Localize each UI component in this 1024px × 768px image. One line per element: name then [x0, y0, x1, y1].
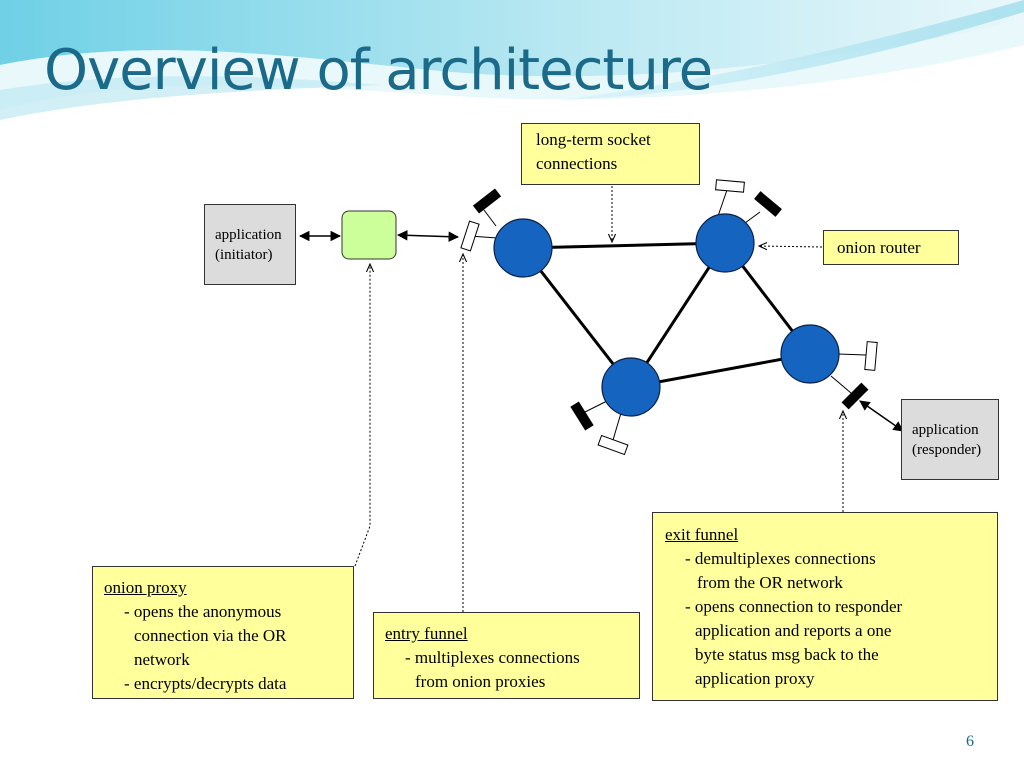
connection-arrows — [298, 230, 904, 432]
funnel-white — [864, 341, 878, 371]
callout-line: - demultiplexes connections — [685, 549, 876, 568]
entry-funnels — [460, 179, 878, 456]
label-line: long-term socket — [536, 130, 651, 149]
callout-line: - opens connection to responder — [685, 597, 903, 616]
label-long-term-connections: long-term socket connections — [521, 123, 700, 185]
funnel-white — [460, 220, 480, 252]
label-line: application — [912, 422, 979, 438]
slide-title: Overview of architecture — [44, 38, 713, 103]
funnel-black — [841, 382, 869, 410]
onion-router-node — [695, 213, 755, 273]
callout-line: - encrypts/decrypts data — [124, 674, 287, 693]
router-links — [521, 241, 812, 389]
callout-line: connection via the OR — [134, 626, 287, 645]
callout-line: from the OR network — [697, 573, 843, 592]
callout-line: network — [134, 650, 190, 669]
application-initiator-box: application (initiator) — [204, 204, 296, 285]
funnel-black — [754, 191, 782, 217]
label-line: (responder) — [912, 442, 982, 458]
page-number: 6 — [966, 733, 974, 750]
callout-line: application proxy — [695, 669, 815, 688]
callout-line: application and reports a one — [695, 621, 892, 640]
label-onion-router: onion router — [823, 230, 959, 265]
callout-line: from onion proxies — [415, 672, 546, 691]
label-line: onion router — [837, 238, 921, 257]
callout-heading: onion proxy — [104, 578, 187, 597]
callout-line: - multiplexes connections — [405, 648, 580, 667]
onion-router-node — [601, 357, 661, 417]
funnel-black — [570, 401, 594, 431]
onion-router-node — [780, 324, 840, 384]
callout-line: - opens the anonymous — [124, 602, 282, 621]
label-line: (initiator) — [215, 247, 273, 263]
application-responder-box: application (responder) — [901, 399, 999, 480]
callout-heading: entry funnel — [385, 624, 468, 643]
onion-proxy-node — [341, 210, 397, 260]
callout-line: byte status msg back to the — [695, 645, 879, 664]
callout-entry-funnel: entry funnel - multiplexes connections f… — [373, 612, 640, 699]
link-r4-r3 — [630, 352, 811, 389]
callout-heading: exit funnel — [665, 525, 739, 544]
label-line: connections — [536, 154, 618, 173]
label-line: application — [215, 227, 282, 243]
link-r1-r2 — [522, 241, 726, 250]
callout-exit-funnel: exit funnel - demultiplexes connections … — [652, 512, 998, 701]
onion-router-node — [493, 218, 553, 278]
funnel-white — [715, 179, 745, 193]
funnel-white — [597, 434, 629, 456]
callout-onion-proxy: onion proxy - opens the anonymous connec… — [92, 566, 354, 699]
exit-funnels — [472, 188, 869, 431]
funnel-black — [472, 188, 502, 214]
leader-arrows — [354, 186, 843, 612]
onion-routers — [493, 213, 840, 417]
